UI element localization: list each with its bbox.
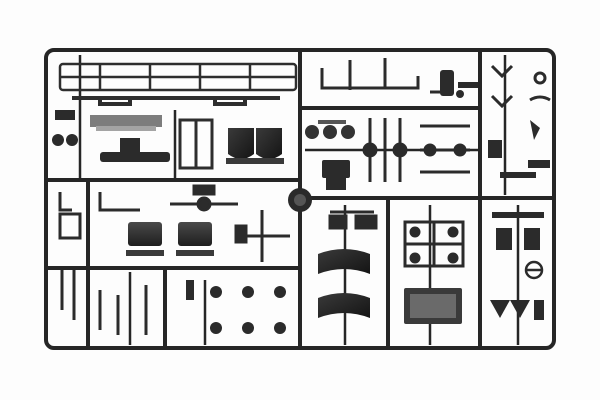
cross-member-part <box>234 210 290 262</box>
sprue-secondary-runners <box>78 55 520 345</box>
small-hub-parts <box>52 110 78 146</box>
steering-part <box>420 124 470 174</box>
rear-seat-part <box>126 222 214 256</box>
axle-bar-part <box>72 96 280 106</box>
tie-rod-part <box>170 184 238 212</box>
spring-part <box>328 210 378 230</box>
frame-bracket-part <box>178 118 214 170</box>
yoke-part <box>490 300 544 320</box>
sprue-gate <box>288 188 312 212</box>
chassis-frame-part <box>403 220 465 268</box>
seat-part <box>226 128 284 164</box>
shock-absorber-part <box>362 118 408 182</box>
housing-part <box>404 288 462 324</box>
fender-part <box>318 249 370 318</box>
post-part <box>60 270 148 335</box>
clamp-part <box>490 64 551 109</box>
bumper-part <box>100 138 170 162</box>
wheel-hub-part <box>305 120 355 139</box>
linkage-part <box>440 70 478 98</box>
small-bracket-part <box>58 192 140 240</box>
steering-wheel-part <box>524 260 544 280</box>
grille-part <box>90 115 162 131</box>
bracket-part <box>488 120 550 178</box>
sprue-frame <box>44 48 556 350</box>
bracket-pair-part <box>492 212 544 250</box>
knob-part <box>186 280 286 334</box>
lever-part <box>320 58 446 94</box>
engine-block-part <box>322 160 350 190</box>
chassis-rail-part <box>58 62 298 92</box>
